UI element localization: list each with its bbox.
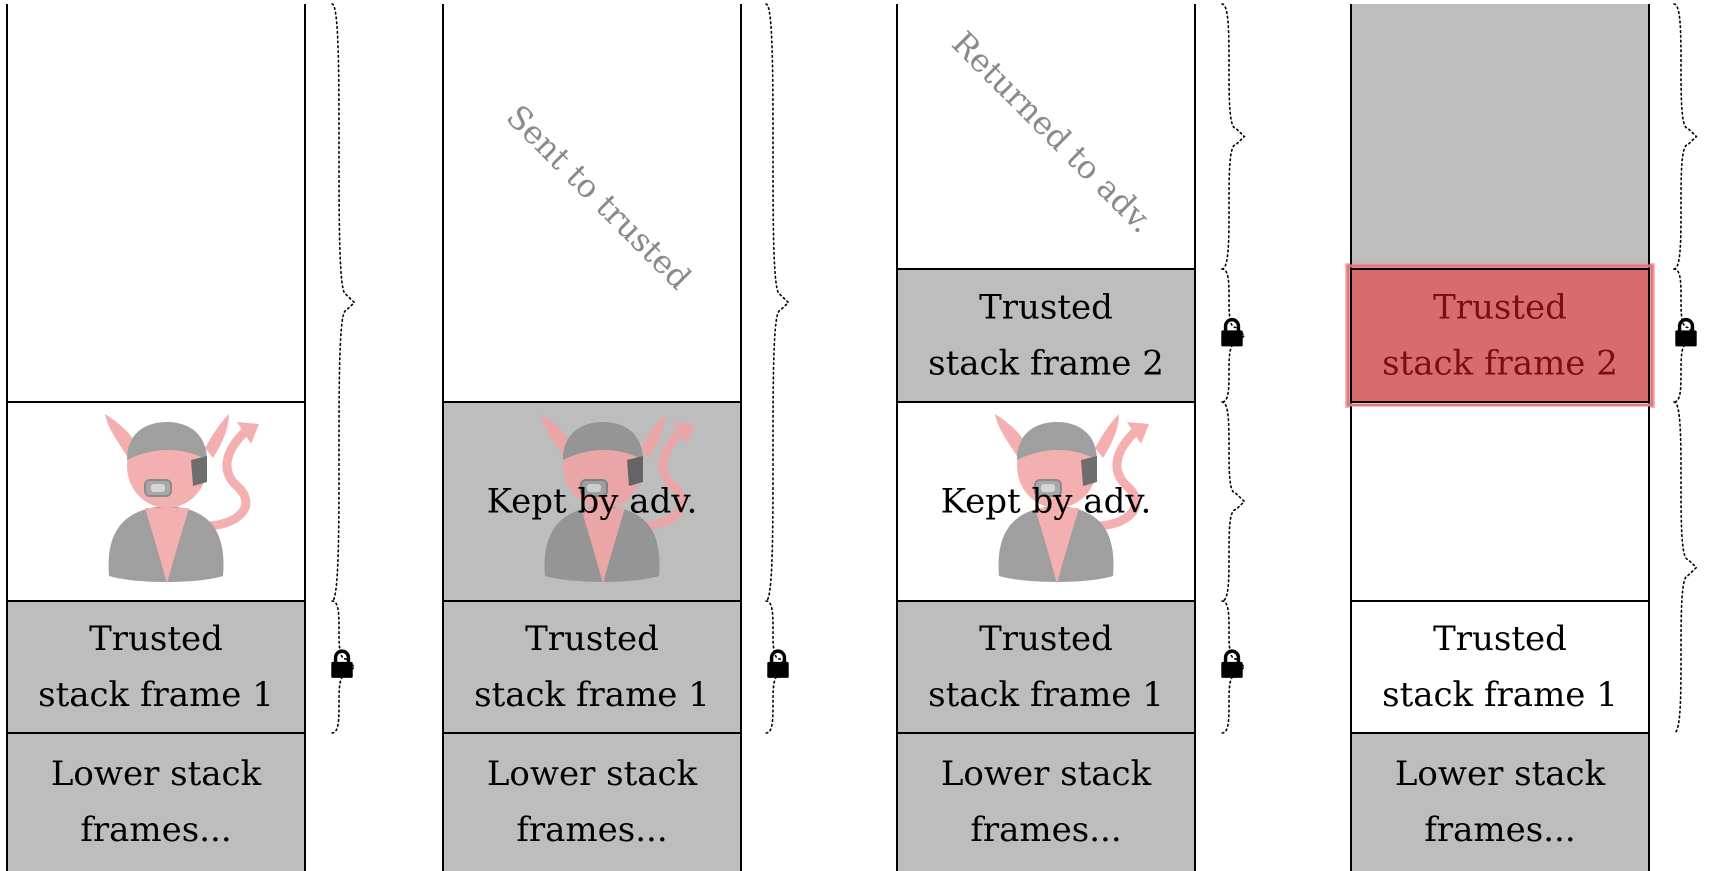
brace-icon (1673, 401, 1698, 734)
stack-block-trusted2: Trusted stack frame 2 (1345, 263, 1699, 408)
block-label-line: Trusted (525, 619, 659, 659)
block-background (7, 4, 305, 402)
block-label-line: Trusted (979, 619, 1113, 659)
block-label-line: Lower stack (941, 754, 1152, 794)
block-label-line: Lower stack (51, 754, 262, 794)
block-label-line: Trusted (979, 288, 1113, 328)
block-label-line: Kept by adv. (941, 482, 1152, 522)
stack-block-adversary: Kept by adv. (443, 402, 741, 601)
block-label-line: stack frame 1 (1382, 675, 1618, 715)
block-background (443, 733, 741, 871)
block-label-line: Trusted (89, 619, 223, 659)
block-label-line: Lower stack (1395, 754, 1606, 794)
stack-column-3: Trusted stack frame 2 Kept by adv. Trusted s… (896, 4, 1245, 871)
block-background (1351, 402, 1649, 601)
block-label-line: Kept by adv. (487, 482, 698, 522)
brace-icon (1673, 3, 1698, 270)
stack-block-adversary (7, 402, 305, 601)
stack-block-empty (443, 4, 741, 402)
block-background (7, 733, 305, 871)
brace-icon (331, 3, 356, 602)
block-label-line: frames... (970, 810, 1121, 850)
stack-block-lower: Lower stack frames... (897, 733, 1195, 871)
block-background (897, 4, 1195, 269)
highlight-border (1346, 264, 1654, 407)
block-label-line: frames... (516, 810, 667, 850)
block-label-line: stack frame 1 (38, 675, 274, 715)
stack-column-2: Kept by adv. Trusted stack frame 1 Lower st… (442, 4, 791, 871)
stack-block-lower: Lower stack frames... (443, 733, 741, 871)
block-background (1351, 601, 1649, 733)
brace-icon (765, 3, 790, 602)
stack-block-trusted1: Trusted stack frame 1 (443, 601, 791, 733)
block-label-line: stack frame 2 (928, 344, 1164, 384)
block-background (1351, 4, 1649, 269)
stack-column-4: Trusted stack frame 2 Trusted stack frame 1… (1345, 4, 1699, 871)
stack-block-adversary (1351, 402, 1649, 601)
block-background (1351, 269, 1649, 402)
stack-block-empty (7, 4, 305, 402)
stack-block-empty (897, 4, 1195, 269)
stack-block-trusted1: Trusted stack frame 1 (7, 601, 355, 733)
block-label-line: Lower stack (487, 754, 698, 794)
block-label-line: Trusted (1433, 619, 1567, 659)
brace-icon (1221, 401, 1246, 602)
stack-block-lower: Lower stack frames... (1351, 733, 1649, 871)
stack-block-trusted1: Trusted stack frame 1 (897, 601, 1245, 733)
stack-block-adversary: Kept by adv. (897, 402, 1195, 601)
stack-block-trusted2: Trusted stack frame 2 (897, 269, 1245, 402)
block-background (443, 4, 741, 402)
block-background (443, 601, 741, 733)
block-background (897, 601, 1195, 733)
stack-block-trusted1: Trusted stack frame 1 (1351, 601, 1649, 733)
block-label-line: frames... (80, 810, 231, 850)
block-background (897, 269, 1195, 402)
block-background (897, 733, 1195, 871)
block-label-line: stack frame 2 (1382, 344, 1618, 384)
block-label-line: stack frame 1 (474, 675, 710, 715)
brace-icon (1221, 3, 1246, 270)
block-background (1351, 733, 1649, 871)
stack-column-1: Trusted stack frame 1 Lower stack frames... (6, 4, 355, 871)
block-background (7, 601, 305, 733)
block-label-line: Trusted (1433, 288, 1567, 328)
stack-block-empty (1351, 4, 1649, 269)
block-label-line: frames... (1424, 810, 1575, 850)
stack-block-lower: Lower stack frames... (7, 733, 305, 871)
block-label-line: stack frame 1 (928, 675, 1164, 715)
